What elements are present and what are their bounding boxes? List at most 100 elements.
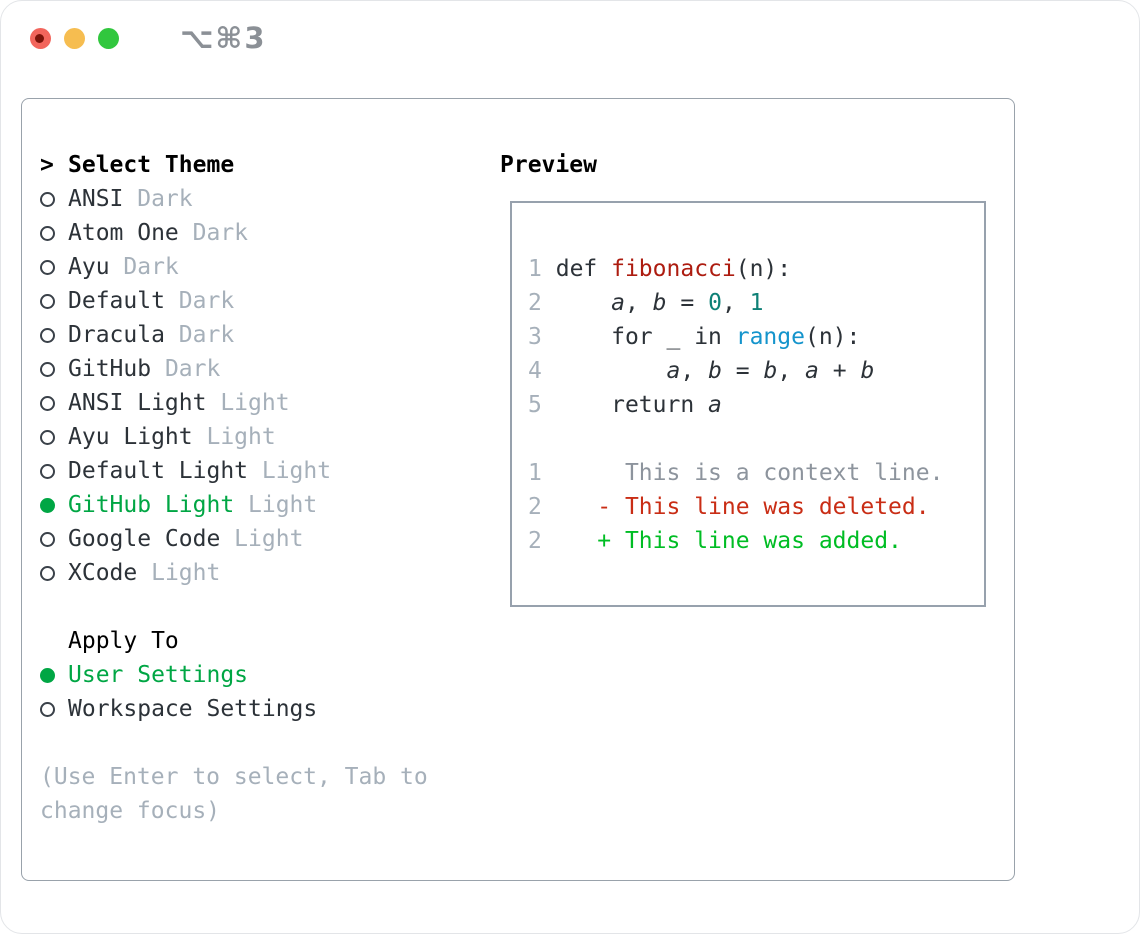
code-line: 2 a, b = 0, 1 (528, 286, 968, 320)
theme-option-atom-one[interactable]: Atom One Dark (40, 216, 500, 250)
token-plain: = (721, 358, 764, 384)
token-plain (556, 358, 667, 384)
theme-option-ayu-light[interactable]: Ayu Light Light (40, 420, 500, 454)
line-number: 1 (528, 256, 542, 282)
theme-option-default-light[interactable]: Default Light Light (40, 454, 500, 488)
window-title: ⌥⌘3 (180, 21, 267, 55)
theme-variant-badge: Light (220, 526, 304, 552)
theme-name: Ayu Light (68, 424, 193, 450)
code-line: 3 for _ in range(n): (528, 320, 968, 354)
radio-icon (40, 531, 55, 547)
theme-option-ayu[interactable]: Ayu Dark (40, 250, 500, 284)
token-variable: b (708, 358, 722, 384)
theme-variant-badge: Light (206, 390, 290, 416)
minimize-button[interactable] (64, 27, 85, 49)
title-bar: ⌥⌘3 (1, 1, 1139, 75)
token-plain: (n): (804, 324, 861, 350)
zoom-button[interactable] (98, 27, 119, 49)
spacer (528, 422, 968, 456)
token-builtin: range (735, 324, 805, 350)
select-theme-header: > Select Theme (40, 148, 500, 182)
token-deleted: - This line was deleted. (555, 494, 930, 520)
radio-icon (40, 293, 55, 309)
close-button[interactable] (30, 27, 51, 49)
theme-variant-badge: Dark (164, 288, 235, 314)
apply-to-header: Apply To (40, 624, 500, 658)
theme-option-github[interactable]: GitHub Dark (40, 352, 500, 386)
token-variable: a (805, 358, 819, 384)
token-variable: b (763, 358, 778, 384)
token-plain: (n): (735, 256, 792, 282)
token-variable: a (611, 290, 625, 316)
line-number: 5 (528, 392, 542, 418)
theme-variant-badge: Light (137, 560, 221, 586)
radio-icon (40, 463, 55, 479)
token-plain: for _ in (555, 324, 736, 350)
token-number: 0 (708, 290, 722, 316)
line-number: 1 (528, 460, 542, 486)
theme-name: Default Light (68, 458, 249, 484)
theme-variant-badge: Dark (178, 220, 249, 246)
theme-name: GitHub Light (68, 492, 235, 518)
code-line: 1 def fibonacci(n): (528, 252, 968, 286)
radio-icon (40, 259, 55, 275)
cursor-icon: > (40, 152, 54, 178)
token-plain: , (624, 290, 653, 316)
theme-option-google-code[interactable]: Google Code Light (40, 522, 500, 556)
apply-option-workspace-settings[interactable]: Workspace Settings (40, 692, 500, 726)
theme-option-default[interactable]: Default Dark (40, 284, 500, 318)
radio-icon (40, 191, 55, 207)
token-function: fibonacci (611, 256, 736, 282)
diff-line: 2 + This line was added. (528, 524, 968, 558)
radio-icon (40, 361, 55, 377)
token-plain: , (721, 290, 750, 316)
radio-selected-icon (40, 667, 55, 683)
line-number: 2 (528, 494, 542, 520)
token-variable: b (860, 358, 875, 384)
radio-selected-icon (40, 497, 55, 513)
token-plain (556, 290, 611, 316)
theme-name: Google Code (68, 526, 221, 552)
preview-header: Preview (500, 148, 986, 182)
line-number: 2 (528, 290, 542, 316)
line-number: 3 (528, 324, 542, 350)
token-plain: , (777, 358, 806, 384)
keyboard-hint: (Use Enter to select, Tab to change focu… (40, 764, 428, 824)
theme-variant-badge: Dark (164, 322, 235, 348)
theme-option-xcode[interactable]: XCode Light (40, 556, 500, 590)
theme-variant-badge: Light (192, 424, 276, 450)
apply-to-title: Apply To (68, 628, 179, 654)
radio-icon (40, 701, 55, 717)
preview-title: Preview (500, 152, 597, 178)
theme-name: ANSI (68, 186, 124, 212)
token-context: This is a context line. (555, 460, 944, 486)
radio-icon (40, 395, 55, 411)
theme-variant-badge: Light (248, 458, 332, 484)
radio-icon (40, 327, 55, 343)
apply-option-user-settings[interactable]: User Settings (40, 658, 500, 692)
diff-line: 2 - This line was deleted. (528, 490, 968, 524)
theme-variant-badge: Dark (151, 356, 221, 382)
theme-option-ansi-light[interactable]: ANSI Light Light (40, 386, 500, 420)
spacer (40, 590, 500, 624)
radio-icon (40, 565, 55, 581)
theme-option-ansi[interactable]: ANSI Dark (40, 182, 500, 216)
line-number: 2 (528, 528, 542, 554)
theme-name: Atom One (68, 220, 179, 246)
theme-variant-badge: Light (234, 492, 318, 518)
radio-icon (40, 429, 55, 445)
theme-name: GitHub (68, 356, 152, 382)
token-added: + This line was added. (555, 528, 902, 554)
theme-name: Ayu (68, 254, 110, 280)
preview-column: Preview 1 def fibonacci(n):2 a, b = 0, 1… (500, 148, 986, 880)
theme-name: ANSI Light (68, 390, 207, 416)
theme-option-github-light[interactable]: GitHub Light Light (40, 488, 500, 522)
theme-option-dracula[interactable]: Dracula Dark (40, 318, 500, 352)
apply-option-label: Workspace Settings (68, 696, 318, 722)
code-line: 4 a, b = b, a + b (528, 354, 968, 388)
line-number: 4 (528, 358, 542, 384)
